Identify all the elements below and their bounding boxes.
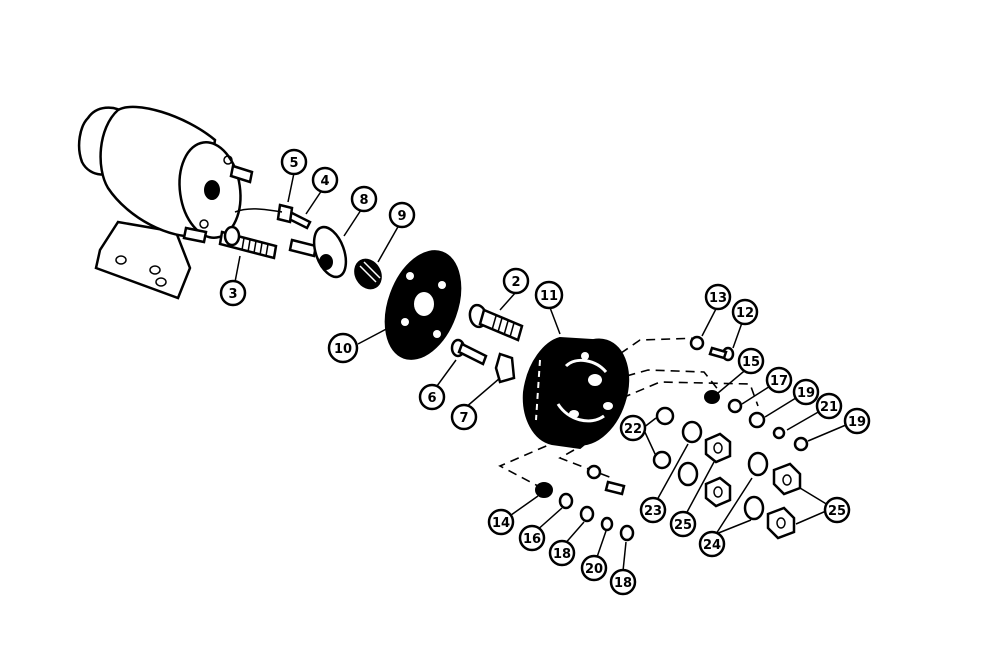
- svg-text:18: 18: [614, 576, 632, 591]
- callout-24: 24: [698, 530, 726, 558]
- svg-text:8: 8: [359, 193, 368, 208]
- callout-4: 4: [311, 166, 339, 194]
- callout-3: 3: [219, 279, 247, 307]
- part-5-clip: [234, 203, 294, 224]
- callout-7: 7: [450, 403, 478, 431]
- svg-text:11: 11: [540, 289, 558, 304]
- svg-text:25: 25: [828, 504, 846, 519]
- svg-text:2: 2: [511, 275, 520, 290]
- callouts: 5 4 8 9 3 10 2 11: [219, 148, 871, 596]
- callout-6: 6: [418, 383, 446, 411]
- part-6-screw: [450, 338, 488, 366]
- svg-text:23: 23: [644, 504, 662, 519]
- svg-text:10: 10: [334, 342, 352, 357]
- svg-text:16: 16: [523, 532, 541, 547]
- callout-9: 9: [388, 201, 416, 229]
- callout-14: 14: [487, 508, 515, 536]
- svg-text:9: 9: [397, 209, 406, 224]
- svg-text:14: 14: [492, 516, 510, 531]
- callout-19-right: 19: [843, 407, 871, 435]
- svg-text:22: 22: [624, 422, 642, 437]
- part-8-disc-spindle: [288, 225, 348, 279]
- part-3-shaft: [218, 225, 278, 260]
- svg-text:5: 5: [289, 156, 298, 171]
- callout-25-left: 25: [669, 510, 697, 538]
- callout-13: 13: [704, 283, 732, 311]
- callout-11: 11: [534, 280, 564, 310]
- svg-text:18: 18: [553, 547, 571, 562]
- hardware-items: [535, 335, 809, 542]
- part-9-spring: [354, 258, 382, 290]
- svg-text:6: 6: [427, 391, 436, 406]
- callout-15: 15: [737, 347, 765, 375]
- callout-18-left: 18: [548, 539, 576, 567]
- svg-text:21: 21: [820, 400, 838, 415]
- callout-21: 21: [815, 392, 843, 420]
- part-10-plate: [384, 250, 462, 360]
- part-11-pump-housing: [522, 336, 630, 450]
- svg-text:13: 13: [709, 291, 727, 306]
- callout-22: 22: [619, 414, 647, 442]
- callout-16: 16: [518, 524, 546, 552]
- svg-text:20: 20: [585, 562, 603, 577]
- svg-text:4: 4: [320, 174, 329, 189]
- svg-text:24: 24: [703, 538, 721, 553]
- svg-text:7: 7: [459, 411, 468, 426]
- svg-text:25: 25: [674, 518, 692, 533]
- callout-23: 23: [639, 496, 667, 524]
- svg-text:19: 19: [848, 415, 866, 430]
- svg-text:19: 19: [797, 386, 815, 401]
- callout-25-right: 25: [823, 496, 851, 524]
- svg-text:12: 12: [736, 306, 754, 321]
- callout-20: 20: [580, 554, 608, 582]
- callout-5: 5: [280, 148, 308, 176]
- motor-assembly: [77, 105, 254, 300]
- callout-19-upper: 19: [792, 378, 820, 406]
- callout-18-right: 18: [609, 568, 637, 596]
- part-7-clip: [494, 352, 516, 384]
- part-2-bolt: [468, 303, 524, 342]
- callout-8: 8: [350, 185, 378, 213]
- callout-10: 10: [327, 332, 359, 364]
- svg-text:3: 3: [228, 287, 237, 302]
- callout-2: 2: [502, 267, 530, 295]
- svg-text:15: 15: [742, 355, 760, 370]
- callout-17: 17: [765, 366, 793, 394]
- svg-text:17: 17: [770, 374, 788, 389]
- callout-12: 12: [731, 298, 759, 326]
